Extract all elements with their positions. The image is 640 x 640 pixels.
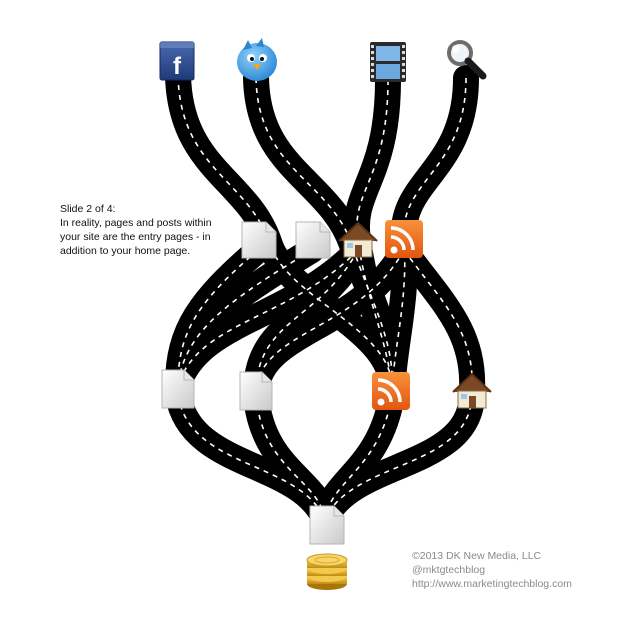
copyright-text: ©2013 DK New Media, LLC	[412, 550, 542, 562]
road-network	[165, 62, 486, 533]
rss-icon	[385, 220, 423, 258]
home-icon	[338, 221, 378, 258]
svg-text:f: f	[173, 53, 182, 80]
home-icon	[452, 372, 492, 409]
twitter-handle: @mktgtechblog	[412, 564, 486, 576]
road-rss-to-home	[391, 237, 486, 403]
search-magnifier-icon	[447, 40, 487, 80]
slide-caption: Slide 2 of 4: In reality, pages and post…	[60, 202, 260, 258]
caption-line: In reality, pages and posts within	[60, 217, 212, 229]
road-page-center-to-bottom	[243, 382, 338, 533]
twitter-bird-icon	[237, 38, 277, 81]
gold-coins-icon	[306, 553, 348, 590]
page-icon	[161, 369, 195, 409]
page-icon	[295, 221, 331, 259]
page-icon	[241, 221, 277, 259]
caption-line: addition to your home page.	[60, 245, 191, 257]
video-film-icon	[370, 42, 406, 82]
rss-icon	[372, 372, 410, 410]
caption-line: your site are the entry pages - in	[60, 231, 211, 243]
page-icon	[309, 505, 345, 545]
slide-number: Slide 2 of 4:	[60, 203, 116, 215]
facebook-icon: f	[159, 41, 195, 81]
website-url: http://www.marketingtechblog.com	[412, 578, 572, 590]
page-icon	[239, 371, 273, 411]
credits: ©2013 DK New Media, LLC @mktgtechblog ht…	[412, 549, 572, 591]
